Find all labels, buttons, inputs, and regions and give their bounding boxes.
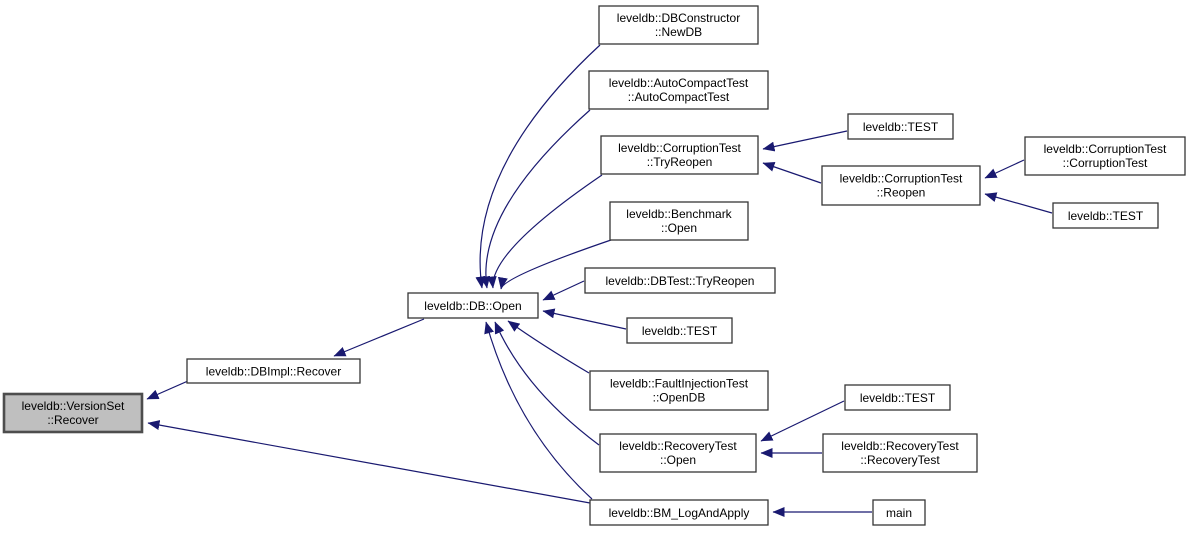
node-label-main-line1: main <box>886 506 912 520</box>
node-box-test-corruption-tryreopen <box>847 113 954 140</box>
nodes-layer: leveldb::VersionSet::Recover leveldb::DBI… <box>2 5 1186 526</box>
node-box-faultinjectiontest-opendb <box>589 370 769 411</box>
node-box-bm-logandapply <box>589 499 769 526</box>
node-box-versionset-recover <box>2 392 144 434</box>
node-label-corruptiontest-reopen-line1: leveldb::CorruptionTest <box>840 172 963 186</box>
edge-dbtest-tryreopen-to-db-open <box>542 280 585 301</box>
node-label-corruptiontest-ctor-line1: leveldb::CorruptionTest <box>1044 142 1167 156</box>
edge-test-corruption-tryreopen-to-corruptiontest-tryreopen <box>762 130 848 152</box>
node-corruptiontest-tryreopen[interactable]: leveldb::CorruptionTest::TryReopen <box>600 135 759 175</box>
edge-test-corruption-reopen-to-corruptiontest-reopen <box>984 192 1053 214</box>
node-test-corruption-reopen[interactable]: leveldb::TEST <box>1052 202 1159 229</box>
node-test-corruption-tryreopen[interactable]: leveldb::TEST <box>847 113 954 140</box>
node-box-test-db-open <box>626 317 733 344</box>
node-label-faultinjectiontest-opendb-line1: leveldb::FaultInjectionTest <box>610 377 749 391</box>
edge-autocompacttest-ctor-to-db-open <box>480 109 591 289</box>
node-label-autocompacttest-ctor-line2: ::AutoCompactTest <box>628 90 730 104</box>
node-box-test-recoverytest-open <box>844 384 951 411</box>
edge-faultinjectiontest-opendb-to-db-open <box>507 320 590 374</box>
node-box-recoverytest-ctor <box>822 433 978 473</box>
node-label-recoverytest-ctor-line2: ::RecoveryTest <box>860 453 940 467</box>
node-label-benchmark-open-line1: leveldb::Benchmark <box>626 207 732 221</box>
node-bm-logandapply[interactable]: leveldb::BM_LogAndApply <box>589 499 769 526</box>
node-box-db-open <box>407 292 539 319</box>
node-recoverytest-ctor[interactable]: leveldb::RecoveryTest::RecoveryTest <box>822 433 978 473</box>
node-label-test-db-open-line1: leveldb::TEST <box>642 324 718 338</box>
edge-bm-logandapply-to-db-open <box>484 321 593 500</box>
node-label-recoverytest-ctor-line1: leveldb::RecoveryTest <box>841 439 959 453</box>
edge-corruptiontest-tryreopen-to-db-open <box>486 174 603 289</box>
node-label-test-corruption-reopen-line1: leveldb::TEST <box>1068 209 1144 223</box>
node-box-main <box>872 499 926 526</box>
node-box-autocompacttest-ctor <box>588 70 769 110</box>
node-corruptiontest-reopen[interactable]: leveldb::CorruptionTest::Reopen <box>821 165 981 206</box>
node-label-dbconstructor-newdb-line1: leveldb::DBConstructor <box>617 11 740 25</box>
edge-corruptiontest-reopen-to-corruptiontest-tryreopen <box>762 162 822 184</box>
edge-recoverytest-open-to-db-open <box>494 321 600 446</box>
edge-test-recoverytest-open-to-recoverytest-open <box>760 400 845 442</box>
node-label-test-recoverytest-open-line1: leveldb::TEST <box>860 391 936 405</box>
node-label-corruptiontest-tryreopen-line2: ::TryReopen <box>647 155 713 169</box>
node-box-recoverytest-open <box>599 433 757 473</box>
node-box-corruptiontest-tryreopen <box>600 135 759 175</box>
node-box-corruptiontest-ctor <box>1024 136 1186 176</box>
node-box-test-corruption-reopen <box>1052 202 1159 229</box>
node-versionset-recover[interactable]: leveldb::VersionSet::Recover <box>2 392 144 434</box>
node-box-benchmark-open <box>609 201 749 241</box>
node-main[interactable]: main <box>872 499 926 526</box>
node-label-corruptiontest-ctor-line2: ::CorruptionTest <box>1063 156 1148 170</box>
node-dbtest-tryreopen[interactable]: leveldb::DBTest::TryReopen <box>584 267 776 294</box>
node-label-faultinjectiontest-opendb-line2: ::OpenDB <box>653 391 706 405</box>
node-label-versionset-recover-line2: ::Recover <box>47 413 98 427</box>
node-faultinjectiontest-opendb[interactable]: leveldb::FaultInjectionTest::OpenDB <box>589 370 769 411</box>
node-label-test-corruption-tryreopen-line1: leveldb::TEST <box>863 120 939 134</box>
node-label-dbtest-tryreopen-line1: leveldb::DBTest::TryReopen <box>606 274 755 288</box>
node-box-corruptiontest-reopen <box>821 165 981 206</box>
node-label-dbconstructor-newdb-line2: ::NewDB <box>655 25 702 39</box>
edge-dbconstructor-newdb-to-db-open <box>475 44 601 289</box>
node-box-dbconstructor-newdb <box>598 5 759 45</box>
node-label-bm-logandapply-line1: leveldb::BM_LogAndApply <box>609 506 750 520</box>
node-label-db-open-line1: leveldb::DB::Open <box>424 299 521 313</box>
node-label-versionset-recover-line1: leveldb::VersionSet <box>22 399 125 413</box>
node-label-dbimpl-recover-line1: leveldb::DBImpl::Recover <box>206 365 341 379</box>
edge-benchmark-open-to-db-open <box>498 239 612 290</box>
node-db-open[interactable]: leveldb::DB::Open <box>407 292 539 319</box>
node-test-db-open[interactable]: leveldb::TEST <box>626 317 733 344</box>
node-autocompacttest-ctor[interactable]: leveldb::AutoCompactTest::AutoCompactTes… <box>588 70 769 110</box>
edge-corruptiontest-ctor-to-corruptiontest-reopen <box>984 159 1025 179</box>
node-benchmark-open[interactable]: leveldb::Benchmark::Open <box>609 201 749 241</box>
node-corruptiontest-ctor[interactable]: leveldb::CorruptionTest::CorruptionTest <box>1024 136 1186 176</box>
node-dbconstructor-newdb[interactable]: leveldb::DBConstructor::NewDB <box>598 5 759 45</box>
node-label-autocompacttest-ctor-line1: leveldb::AutoCompactTest <box>609 76 749 90</box>
node-label-corruptiontest-tryreopen-line1: leveldb::CorruptionTest <box>618 141 741 155</box>
node-dbimpl-recover[interactable]: leveldb::DBImpl::Recover <box>186 358 361 384</box>
node-label-benchmark-open-line2: ::Open <box>661 221 697 235</box>
edge-db-open-to-dbimpl-recover <box>333 318 425 357</box>
edges-layer <box>146 44 1053 517</box>
node-box-dbtest-tryreopen <box>584 267 776 294</box>
node-label-corruptiontest-reopen-line2: ::Reopen <box>877 186 926 200</box>
node-test-recoverytest-open[interactable]: leveldb::TEST <box>844 384 951 411</box>
node-box-dbimpl-recover <box>186 358 361 384</box>
node-recoverytest-open[interactable]: leveldb::RecoveryTest::Open <box>599 433 757 473</box>
node-label-recoverytest-open-line1: leveldb::RecoveryTest <box>619 439 737 453</box>
edge-test-db-open-to-db-open <box>542 308 627 330</box>
edge-dbimpl-recover-to-versionset-recover <box>146 380 189 400</box>
edge-bm-logandapply-to-versionset-recover <box>147 420 591 504</box>
node-label-recoverytest-open-line2: ::Open <box>660 453 696 467</box>
